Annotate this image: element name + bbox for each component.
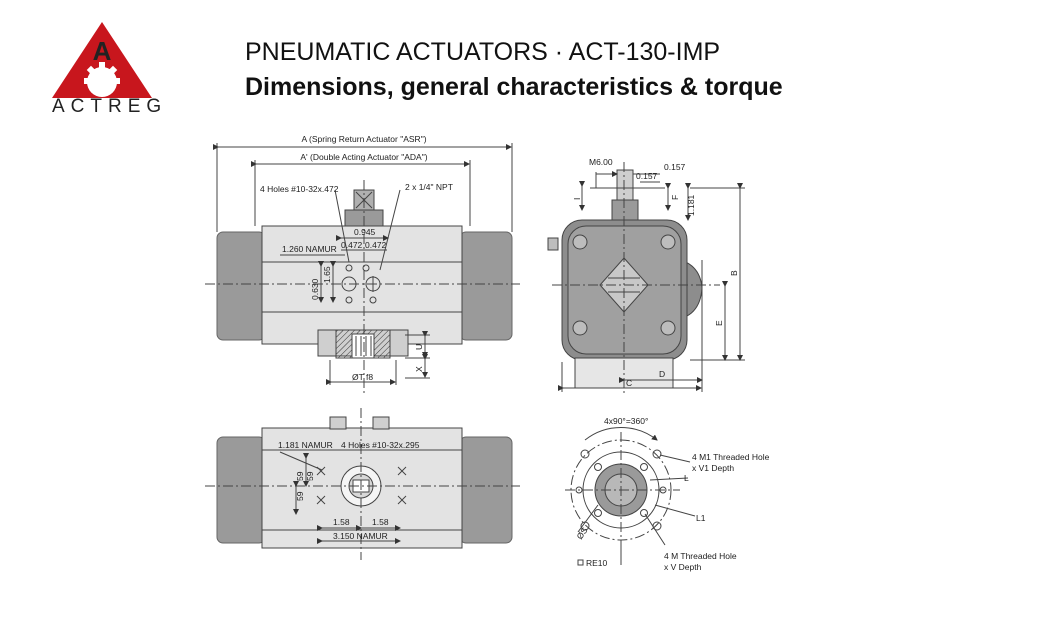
dim-158-a: 1.58 xyxy=(333,517,350,527)
shaft-diam-label: ØT f8 xyxy=(352,372,373,382)
dim-0472-a: 0.472 xyxy=(341,240,363,250)
dim-f: F xyxy=(670,195,680,200)
dim-e: E xyxy=(714,320,724,326)
flange-l-label: L xyxy=(684,473,689,483)
bottom-right-cap xyxy=(459,436,513,544)
re10-label: RE10 xyxy=(586,558,608,568)
dim-158-b: 1.58 xyxy=(372,517,389,527)
dim-165: 1.65 xyxy=(322,266,332,283)
flange-view xyxy=(565,427,696,566)
logo-wordmark: ACTREG xyxy=(52,96,168,117)
namur-3150-label: 3.150 NAMUR xyxy=(333,531,388,541)
dim-d: D xyxy=(659,369,665,379)
dim-u: U xyxy=(414,344,424,350)
dim-59-c: 59 xyxy=(295,491,305,501)
right-end-cap xyxy=(459,231,513,341)
holes-top-label: 4 Holes #10-32x.472 xyxy=(260,184,339,194)
actreg-logo: A xyxy=(52,22,152,98)
namur-1181-label: 1.181 NAMUR xyxy=(278,440,333,450)
dim-0472-b: 0.472 xyxy=(365,240,387,250)
flange-l1-label: L1 xyxy=(696,513,706,523)
bottom-left-cap xyxy=(216,436,266,544)
npt-label: 2 x 1/4" NPT xyxy=(405,182,453,192)
left-end-cap xyxy=(216,231,266,341)
namur-1260-label: 1.260 NAMUR xyxy=(282,244,337,254)
bottom-view xyxy=(205,408,520,560)
logo-gear-icon xyxy=(87,67,117,97)
dim-a-label: A (Spring Return Actuator "ASR") xyxy=(301,134,426,144)
flange-angle-label: 4x90°=360° xyxy=(604,416,648,426)
dim-c: C xyxy=(626,378,632,388)
v1-depth-label: x V1 Depth xyxy=(692,463,734,473)
dim-m600: M6.00 xyxy=(589,157,613,167)
side-view xyxy=(547,162,745,395)
dim-a-prime-label: A' (Double Acting Actuator "ADA") xyxy=(300,152,427,162)
actuator-body xyxy=(261,225,463,345)
dim-x: X xyxy=(414,366,424,372)
front-view xyxy=(205,143,520,395)
page-title: PNEUMATIC ACTUATORS · ACT-130-IMP xyxy=(245,38,721,66)
v-depth-label: x V Depth xyxy=(664,562,702,572)
m-hole-label: 4 M Threaded Hole xyxy=(664,551,737,561)
dim-59-b: 59 xyxy=(305,471,315,481)
dim-0157-b: 0.157 xyxy=(636,171,658,181)
m1-hole-label: 4 M1 Threaded Hole xyxy=(692,452,770,462)
page-subtitle: Dimensions, general characteristics & to… xyxy=(245,73,783,101)
dim-1181: 1.181 xyxy=(686,194,696,216)
dim-0157-a: 0.157 xyxy=(664,162,686,172)
logo-letter: A xyxy=(93,36,112,66)
holes-bottom-label: 4 Holes #10-32x.295 xyxy=(341,440,420,450)
dim-0630: 0.630 xyxy=(310,278,320,300)
dim-59-a: 59 xyxy=(295,471,305,481)
dim-b: B xyxy=(729,270,739,276)
dim-0945: 0.945 xyxy=(354,227,376,237)
dim-i: I xyxy=(572,198,582,200)
logo-triangle xyxy=(52,22,152,98)
